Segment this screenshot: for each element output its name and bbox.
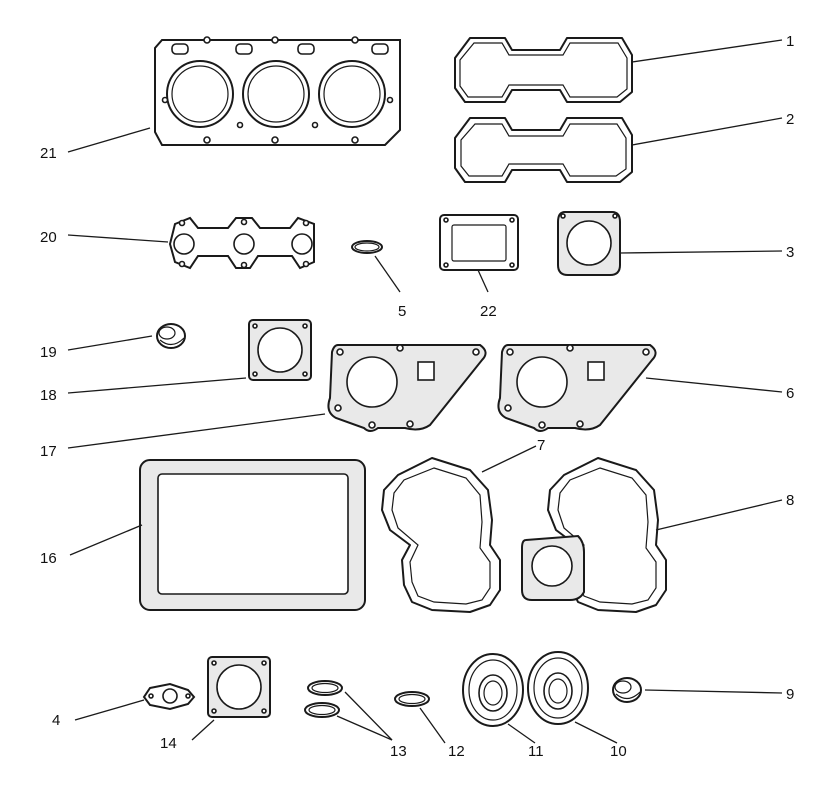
square-gasket-14 — [207, 656, 271, 718]
callout-11: 11 — [528, 743, 544, 760]
callout-14: 14 — [160, 735, 177, 752]
crankshaft-seal-10 — [527, 651, 589, 725]
callout-5: 5 — [398, 303, 406, 320]
rocker-cover-gasket-cork — [454, 117, 633, 183]
callout-2: 2 — [786, 111, 794, 128]
sump-gasket — [139, 459, 366, 611]
cylinder-head-gasket — [154, 36, 401, 146]
callout-12: 12 — [448, 743, 465, 760]
callout-20: 20 — [40, 229, 57, 246]
small-flange-gasket — [142, 682, 196, 711]
callout-10: 10 — [610, 743, 627, 760]
callout-17: 17 — [40, 443, 57, 460]
callout-4: 4 — [52, 712, 60, 729]
callout-labels: 1 2 3 4 5 6 7 8 9 10 11 12 13 14 16 17 1… — [40, 33, 794, 760]
timing-case-gasket-7 — [381, 457, 501, 613]
exhaust-manifold-gasket — [168, 216, 315, 270]
callout-16: 16 — [40, 550, 57, 567]
timing-plate-gasket-17 — [327, 344, 487, 432]
water-pump-gasket — [557, 211, 621, 276]
callout-7: 7 — [537, 437, 545, 454]
callout-6: 6 — [786, 385, 794, 402]
callout-8: 8 — [786, 492, 794, 509]
o-ring-12 — [394, 691, 430, 707]
small-seal-9 — [612, 677, 642, 703]
callout-19: 19 — [40, 344, 57, 361]
o-ring-5 — [351, 240, 383, 254]
timing-plate-gasket-6 — [497, 344, 657, 432]
callout-22: 22 — [480, 303, 497, 320]
callout-21: 21 — [40, 145, 57, 162]
o-rings-13 — [304, 680, 343, 718]
callout-9: 9 — [786, 686, 794, 703]
fuel-pump-gasket — [248, 319, 312, 381]
rocker-cover-gasket — [454, 37, 633, 103]
crankshaft-seal-11 — [462, 653, 524, 727]
callout-1: 1 — [786, 33, 794, 50]
callout-18: 18 — [40, 387, 57, 404]
callout-13: 13 — [390, 743, 407, 760]
timing-case-gasket-8 — [521, 457, 667, 613]
square-gasket — [439, 214, 519, 271]
callout-3: 3 — [786, 244, 794, 261]
small-seal-19 — [156, 323, 186, 349]
leader-lines — [67, 39, 783, 744]
